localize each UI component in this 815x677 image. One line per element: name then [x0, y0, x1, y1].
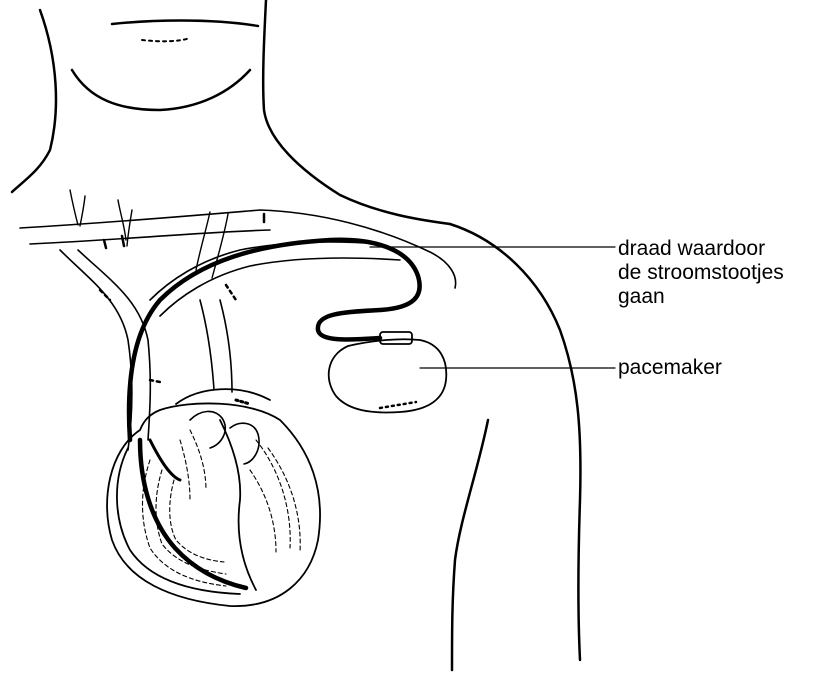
pacemaker-device	[329, 332, 447, 412]
pacemaker-label: pacemaker	[618, 356, 722, 380]
chin-outline	[112, 21, 258, 42]
shoulder-outline	[450, 224, 580, 670]
heart-valves	[190, 400, 259, 464]
wire-label: draad waardoor de stroomstootjes gaan	[618, 237, 784, 309]
heart-chambers	[143, 430, 301, 586]
wire-label-line-2: de stroomstootjes	[618, 261, 784, 285]
wire-label-line-3: gaan	[618, 285, 784, 309]
lead-tip	[150, 440, 180, 480]
wire-label-line-1: draad waardoor	[618, 237, 784, 261]
pacemaker-connector	[380, 332, 412, 344]
lead-wire-in-heart	[140, 440, 246, 588]
heart-outline	[107, 389, 320, 606]
neck-outline	[12, 0, 450, 224]
lead-wire	[129, 240, 420, 440]
neck-vessels	[70, 190, 264, 278]
